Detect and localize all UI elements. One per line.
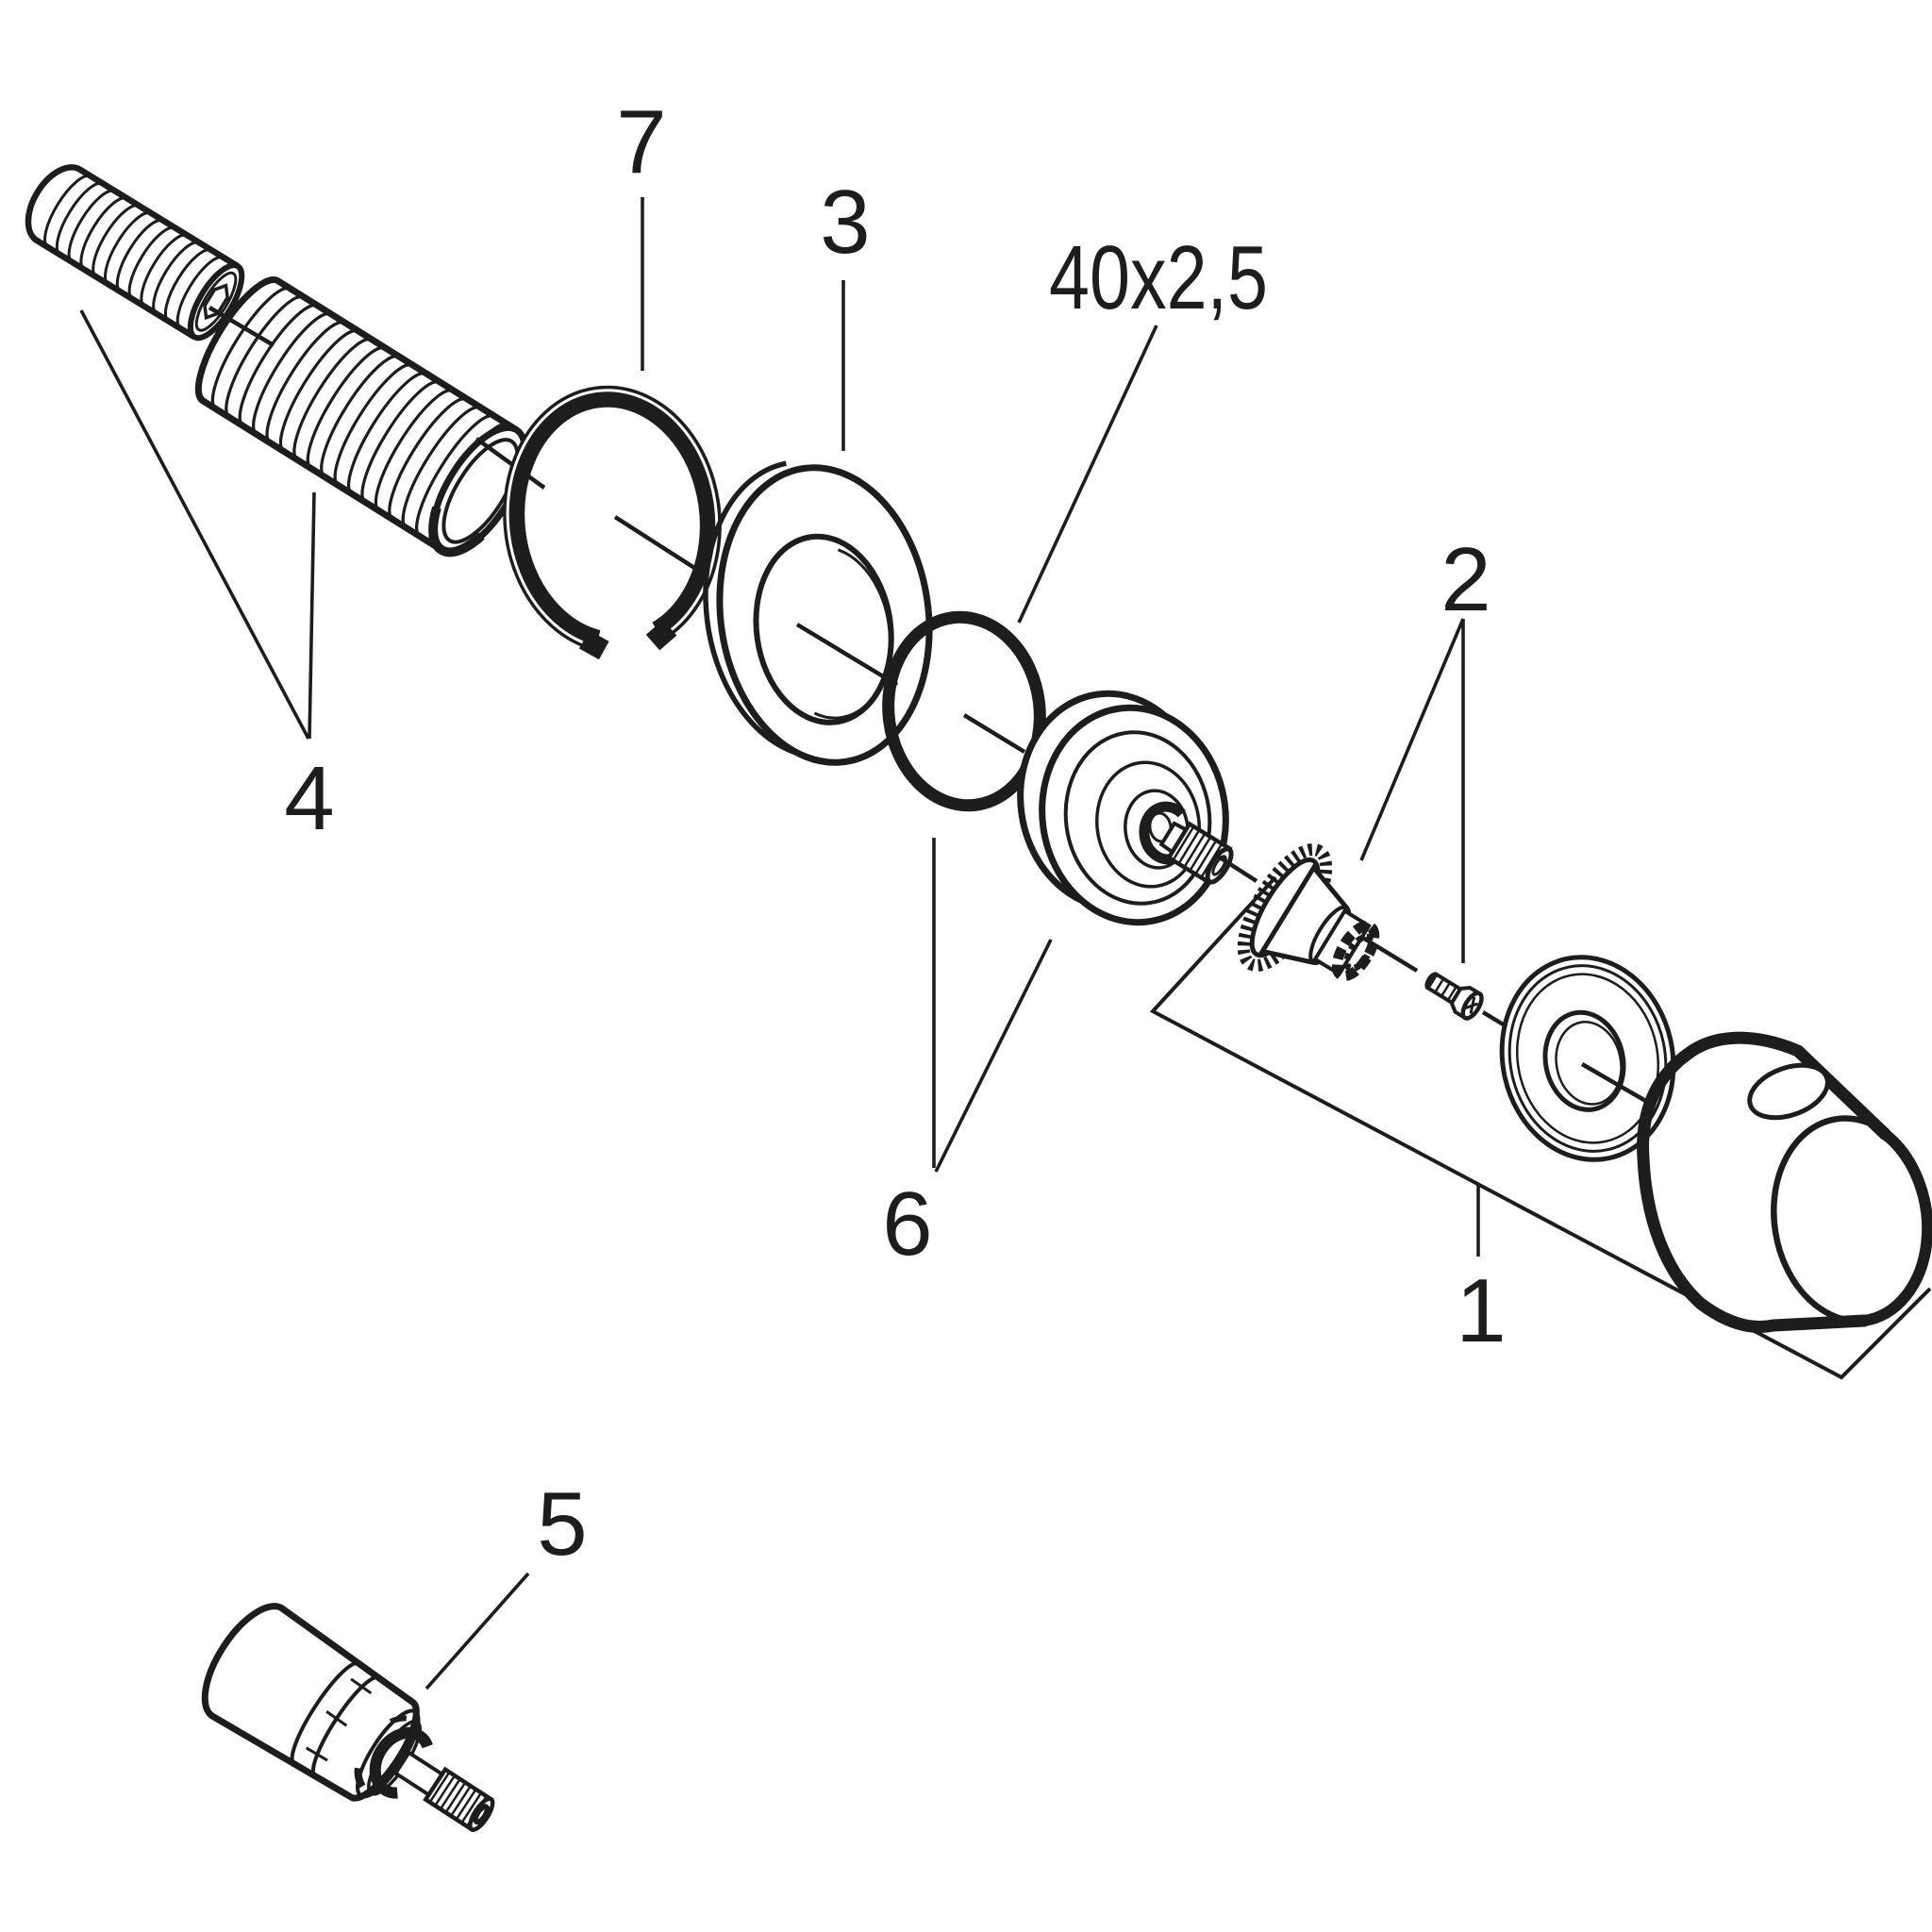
callout-7: 7 — [616, 92, 666, 192]
leader-line-2 — [1359, 618, 1465, 963]
callout-4: 4 — [284, 748, 334, 849]
axis-centerline — [1359, 935, 1419, 973]
axis-centerline — [208, 306, 546, 490]
callout-3: 3 — [820, 172, 870, 273]
part-handle-knob — [1637, 1031, 1932, 1334]
leader-line-6 — [932, 838, 1053, 1173]
axis-centerline — [795, 623, 899, 687]
callout-2: 2 — [1441, 529, 1491, 630]
part-escutcheon-flange — [1017, 690, 1234, 926]
leader-line-oring — [1017, 325, 1158, 624]
part-washer — [703, 460, 933, 766]
axis-centerline — [962, 713, 1026, 754]
part-escutcheon-plate — [1499, 955, 1676, 1162]
part-cartridge — [201, 1603, 495, 1833]
callout-1: 1 — [1456, 1260, 1506, 1361]
leader-line-4 — [79, 309, 316, 740]
part-o-ring — [882, 610, 1046, 812]
axis-centerline — [1580, 1062, 1651, 1105]
leader-line-5 — [425, 1572, 530, 1690]
part-screw — [1424, 972, 1484, 1021]
part-threaded-stud — [25, 164, 245, 341]
callout-6: 6 — [882, 1174, 932, 1274]
part-adapter-with-clip — [1237, 843, 1380, 982]
axis-centerline — [613, 515, 704, 575]
axis-centerline — [1215, 854, 1258, 883]
callout-oring-size: 40x2,5 — [1049, 227, 1268, 328]
group-bracket-1 — [1149, 875, 1932, 1380]
callout-5: 5 — [537, 1474, 587, 1574]
knob-set-screw-hole — [1747, 1062, 1830, 1121]
splined-shaft — [1158, 821, 1234, 886]
